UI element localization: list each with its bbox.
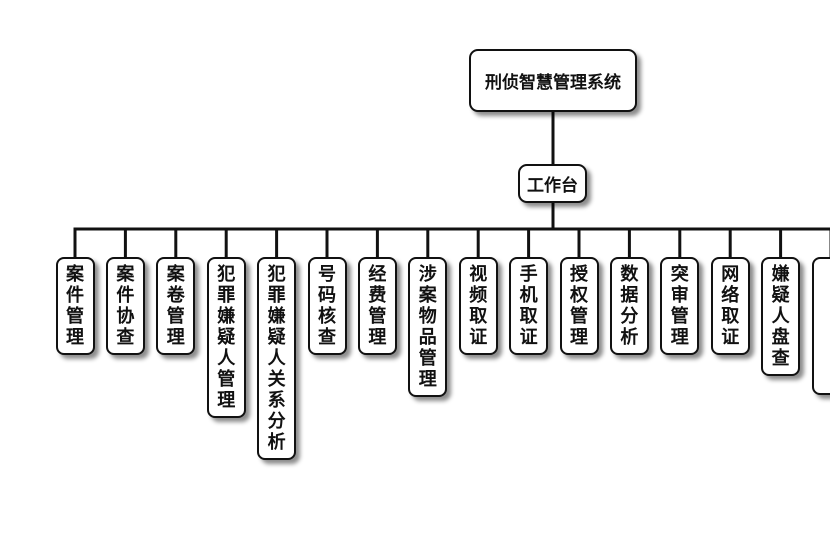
child-node: 嫌疑人盘查 <box>761 257 801 376</box>
child-node-label: 犯罪嫌疑人管理 <box>217 264 236 411</box>
child-node-label: 嫌疑人盘查 <box>771 264 790 369</box>
child-node: 经费管理 <box>357 257 397 355</box>
child-node-label: 涉案物品管理 <box>418 264 437 390</box>
hub-node: 工作台 <box>518 164 587 203</box>
child-node-label: 手机取证 <box>519 264 538 348</box>
child-node-label: 网络取证 <box>721 264 740 348</box>
child-node-label: 数据分析 <box>620 264 639 348</box>
child-node: 网络取证 <box>710 257 750 355</box>
child-node-label: 授权管理 <box>570 264 588 348</box>
child-node-label: 视频取证 <box>469 264 488 348</box>
hub-node-label: 工作台 <box>527 176 578 196</box>
child-node: 视频取证 <box>458 257 498 355</box>
child-node-label: 案件管理 <box>66 264 84 348</box>
root-node-label: 刑侦智慧管理系统 <box>485 73 621 93</box>
child-node: 案件协查 <box>105 257 145 355</box>
child-node: 手机取证 <box>509 257 549 355</box>
child-node-label: 案件协查 <box>116 264 135 348</box>
child-node-label: 案卷管理 <box>166 264 185 348</box>
child-node: 突审管理 <box>660 257 700 355</box>
child-node-label: 号码核查 <box>318 264 336 348</box>
child-node: 号码核查 <box>307 257 347 355</box>
child-node: 涉案物品管理 <box>408 257 448 397</box>
child-node: 犯罪嫌疑人管理 <box>206 257 246 418</box>
child-node-label: 经费管理 <box>368 264 387 348</box>
root-node: 刑侦智慧管理系统 <box>469 49 637 112</box>
child-node: 授权管理 <box>559 257 599 355</box>
child-node: 犯罪嫌疑人关系分析 <box>257 257 297 460</box>
child-node-label: 犯罪嫌疑人关系分析 <box>267 264 286 453</box>
child-node <box>811 257 830 395</box>
child-node: 数据分析 <box>609 257 649 355</box>
child-node-label: 突审管理 <box>670 264 689 348</box>
child-node: 案卷管理 <box>156 257 196 355</box>
child-node: 案件管理 <box>55 257 95 355</box>
